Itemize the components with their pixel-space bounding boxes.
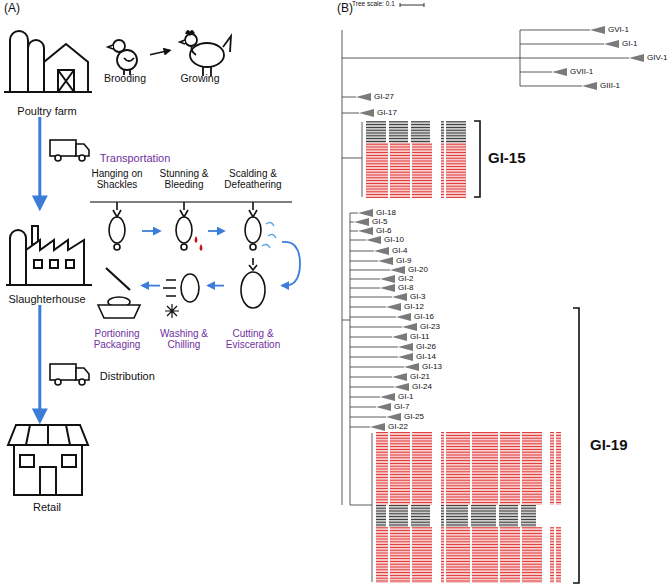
scale-bar [400, 3, 424, 7]
truck-icon [50, 140, 89, 161]
clade-label: GI-25 [404, 413, 424, 421]
edge-label: Transportation [100, 152, 171, 164]
tree-leaves [366, 143, 466, 198]
clade-label: GI-24 [412, 383, 432, 391]
feathers [262, 222, 276, 248]
clade-label: GI-4 [392, 247, 408, 255]
flow-arrow [208, 285, 224, 287]
clade-label: GI-14 [416, 353, 436, 361]
clade-label: GI-1 [398, 393, 414, 401]
washing-icon [163, 274, 199, 318]
node-label: Stunning & Bleeding [152, 168, 216, 190]
node-label: Hanging on Shackles [84, 168, 150, 190]
stage-node: Growing [170, 22, 230, 85]
clade-label: GI-19 [590, 437, 628, 452]
node-label: Cutting & Evisceration [216, 328, 290, 350]
package-icon [98, 268, 140, 318]
flow-arrow [282, 242, 300, 286]
shackle-rail [90, 201, 292, 203]
clade-label: GI-26 [416, 343, 436, 351]
tree-leaves [366, 121, 466, 143]
panel-label: (B) [337, 2, 353, 14]
flow-arrow [142, 230, 160, 232]
clade-label: GI-15 [488, 150, 526, 165]
node-label: Retail [0, 501, 100, 513]
node-label: Scalding & Defeathering [216, 168, 290, 190]
clade-label: GIV-1 [647, 54, 667, 62]
tree-branches [342, 30, 629, 582]
flow-arrow [208, 230, 224, 232]
clade-label: GI-16 [414, 313, 434, 321]
clade-label: GI-12 [404, 303, 424, 311]
clade-label: GIII-1 [600, 82, 620, 90]
panel-label: (A) [4, 2, 20, 14]
node-label: Growing [162, 73, 238, 85]
clade-label: GI-5 [372, 218, 388, 226]
clade-label: GI-18 [376, 209, 396, 217]
clade-label: GI-10 [384, 236, 404, 244]
flow-arrow [38, 117, 41, 205]
clade-label: GI-7 [394, 403, 410, 411]
farm-node: Poultry farm [2, 22, 92, 117]
factory-icon [6, 226, 92, 285]
process-step: Portioning Packaging [92, 258, 142, 350]
clade-label: GI-17 [377, 109, 397, 117]
scale-label: Tree scale: 0.1 [352, 1, 395, 8]
node-label: Portioning Packaging [84, 328, 150, 350]
node-label: Brooding [92, 73, 158, 85]
node-label: Washing & Chilling [152, 328, 216, 350]
clade-label: GI-11 [410, 333, 429, 341]
clade-label: GI-23 [420, 323, 440, 331]
retail-node: Retail [2, 418, 92, 513]
carcass-icon [241, 258, 265, 308]
edge-label: Distribution [100, 370, 155, 382]
slaughterhouse-node: Slaughterhouse [2, 205, 92, 305]
clade-label: GI-6 [376, 227, 392, 235]
clade-label: GI-22 [388, 423, 408, 431]
flow-arrow [38, 305, 41, 418]
clade-label: GI-8 [398, 284, 414, 292]
collapsed-clade [354, 26, 644, 431]
stage-node: Brooding [100, 30, 150, 85]
clade-label: GI-9 [396, 257, 412, 265]
clade-label: GVII-1 [570, 68, 593, 76]
chick-icon [108, 40, 137, 75]
flow-arrow [150, 50, 170, 54]
clade-bracket [474, 121, 579, 583]
process-step: Cutting & Evisceration [224, 258, 282, 350]
process-step: Scalding & Defeathering [224, 168, 282, 252]
node-label: Poultry farm [0, 105, 100, 117]
clade-label: GVI-1 [608, 26, 629, 34]
truck-icon [50, 364, 89, 385]
clade-label: GI-3 [410, 293, 426, 301]
blood-drops [195, 236, 203, 251]
clade-label: GI-1 [622, 40, 638, 48]
farm-icon [4, 31, 92, 92]
flow-arrow [142, 285, 160, 287]
hanging-chicken [109, 202, 261, 250]
hen-icon [180, 31, 231, 76]
clade-label: GI-13 [422, 363, 442, 371]
process-step: Hanging on Shackles [92, 168, 142, 252]
clade-label: GI-27 [374, 93, 394, 101]
clade-label: GI-20 [408, 266, 428, 274]
tree-leaves [376, 527, 561, 583]
node-label: Slaughterhouse [0, 293, 100, 305]
clade-label: GI-2 [398, 275, 414, 283]
tree-leaves [376, 505, 536, 527]
store-icon [8, 425, 88, 495]
process-step: Stunning & Bleeding [160, 168, 208, 252]
process-step: Washing & Chilling [160, 258, 208, 350]
clade-label: GI-21 [410, 373, 430, 381]
tree-leaves [376, 432, 561, 505]
